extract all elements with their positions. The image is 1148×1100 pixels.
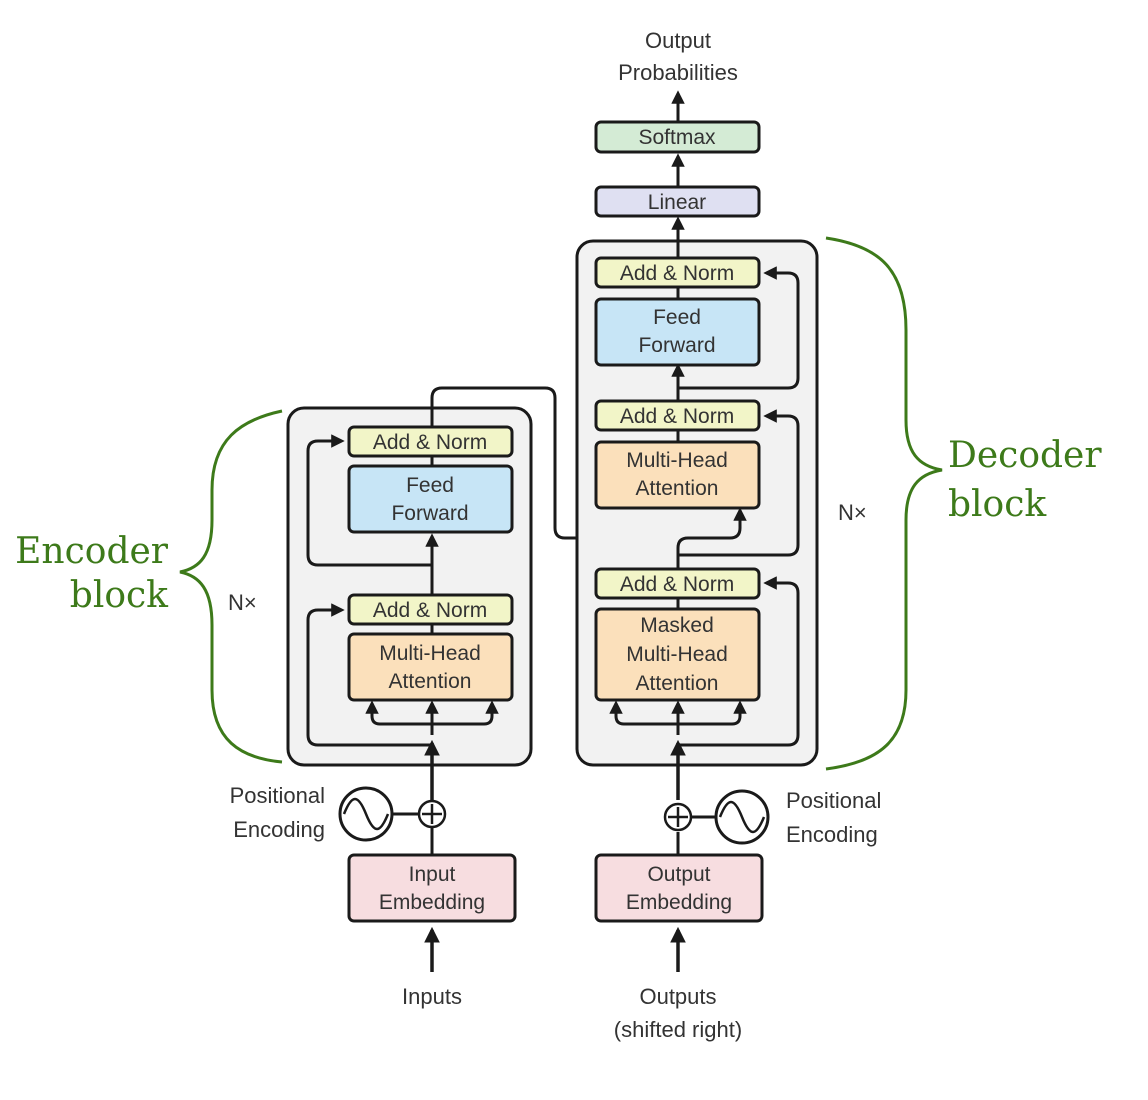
decoder-masked-attention: Masked Multi-Head Attention	[594, 607, 761, 702]
encoder-feed-forward-line1: Feed	[406, 474, 454, 497]
encoder-embedding-line1: Input	[409, 863, 456, 886]
decoder-add-norm-top: Add & Norm	[594, 256, 761, 289]
encoder-positional-line2: Encoding	[233, 817, 325, 842]
decoder-add-norm-middle-label: Add & Norm	[620, 405, 734, 428]
linear-layer: Linear	[594, 185, 761, 218]
decoder-outputs-label: Outputs	[639, 984, 716, 1009]
encoder-inputs-label: Inputs	[402, 984, 462, 1009]
decoder-positional-line1: Positional	[786, 788, 881, 813]
decoder-feed-forward-line1: Feed	[653, 306, 701, 329]
encoder-repeat-label: N×	[228, 590, 257, 615]
decoder-masked-line2: Multi-Head	[626, 643, 728, 666]
encoder-add-norm-top: Add & Norm	[347, 425, 514, 458]
decoder-masked-line3: Attention	[636, 672, 719, 695]
encoder-title-line2: block	[70, 575, 169, 616]
decoder-repeat-label: N×	[838, 500, 867, 525]
encoder-multi-head-attention: Multi-Head Attention	[347, 632, 514, 702]
encoder-block-container	[286, 406, 533, 767]
decoder-add-norm-top-label: Add & Norm	[620, 262, 734, 285]
encoder-brace	[179, 409, 283, 764]
decoder-connections	[609, 90, 800, 855]
output-head: Linear Softmax Output Probabilities	[594, 28, 761, 218]
decoder-add-norm-bottom-label: Add & Norm	[620, 573, 734, 596]
decoder-output-embedding: Output Embedding	[594, 853, 764, 923]
decoder-positional-encoding: Positional Encoding	[663, 788, 881, 847]
decoder-title-line1: Decoder	[948, 435, 1102, 476]
decoder-positional-line2: Encoding	[786, 822, 878, 847]
decoder-embedding-line1: Output	[647, 863, 710, 886]
decoder-cross-attention-line2: Attention	[636, 477, 719, 500]
encoder-positional-line1: Positional	[230, 783, 325, 808]
output-label-line2: Probabilities	[618, 60, 738, 85]
decoder-cross-attention-line1: Multi-Head	[626, 449, 728, 472]
output-label-line1: Output	[645, 28, 711, 53]
encoder-input-embedding: Input Embedding	[347, 853, 517, 923]
softmax-layer: Softmax	[594, 120, 761, 154]
encoder-add-norm-bottom: Add & Norm	[347, 593, 514, 626]
linear-label: Linear	[648, 191, 706, 214]
decoder-masked-line1: Masked	[640, 614, 714, 637]
encoder-add-norm-top-label: Add & Norm	[373, 431, 487, 454]
decoder-embedding-line2: Embedding	[626, 891, 732, 914]
encoder-positional-encoding: Positional Encoding	[230, 783, 447, 842]
decoder-brace	[825, 236, 943, 771]
decoder-multi-head-attention: Multi-Head Attention	[594, 440, 761, 510]
encoder-feed-forward-line2: Forward	[391, 502, 468, 525]
encoder-attention-line2: Attention	[389, 670, 472, 693]
encoder-title-line1: Encoder	[15, 531, 169, 572]
decoder-feed-forward: Feed Forward	[594, 297, 761, 367]
decoder-add-norm-bottom: Add & Norm	[594, 567, 761, 600]
encoder-embedding-line2: Embedding	[379, 891, 485, 914]
decoder-shifted-label: (shifted right)	[614, 1017, 742, 1042]
decoder-feed-forward-line2: Forward	[638, 334, 715, 357]
decoder-title-line2: block	[948, 484, 1047, 525]
decoder-add-norm-middle: Add & Norm	[594, 399, 761, 432]
decoder: Add & Norm Feed Forward Add & Norm Multi…	[575, 90, 1102, 1042]
encoder-attention-line1: Multi-Head	[379, 642, 481, 665]
encoder-feed-forward: Feed Forward	[347, 464, 514, 534]
softmax-label: Softmax	[638, 126, 716, 149]
encoder-add-norm-bottom-label: Add & Norm	[373, 599, 487, 622]
